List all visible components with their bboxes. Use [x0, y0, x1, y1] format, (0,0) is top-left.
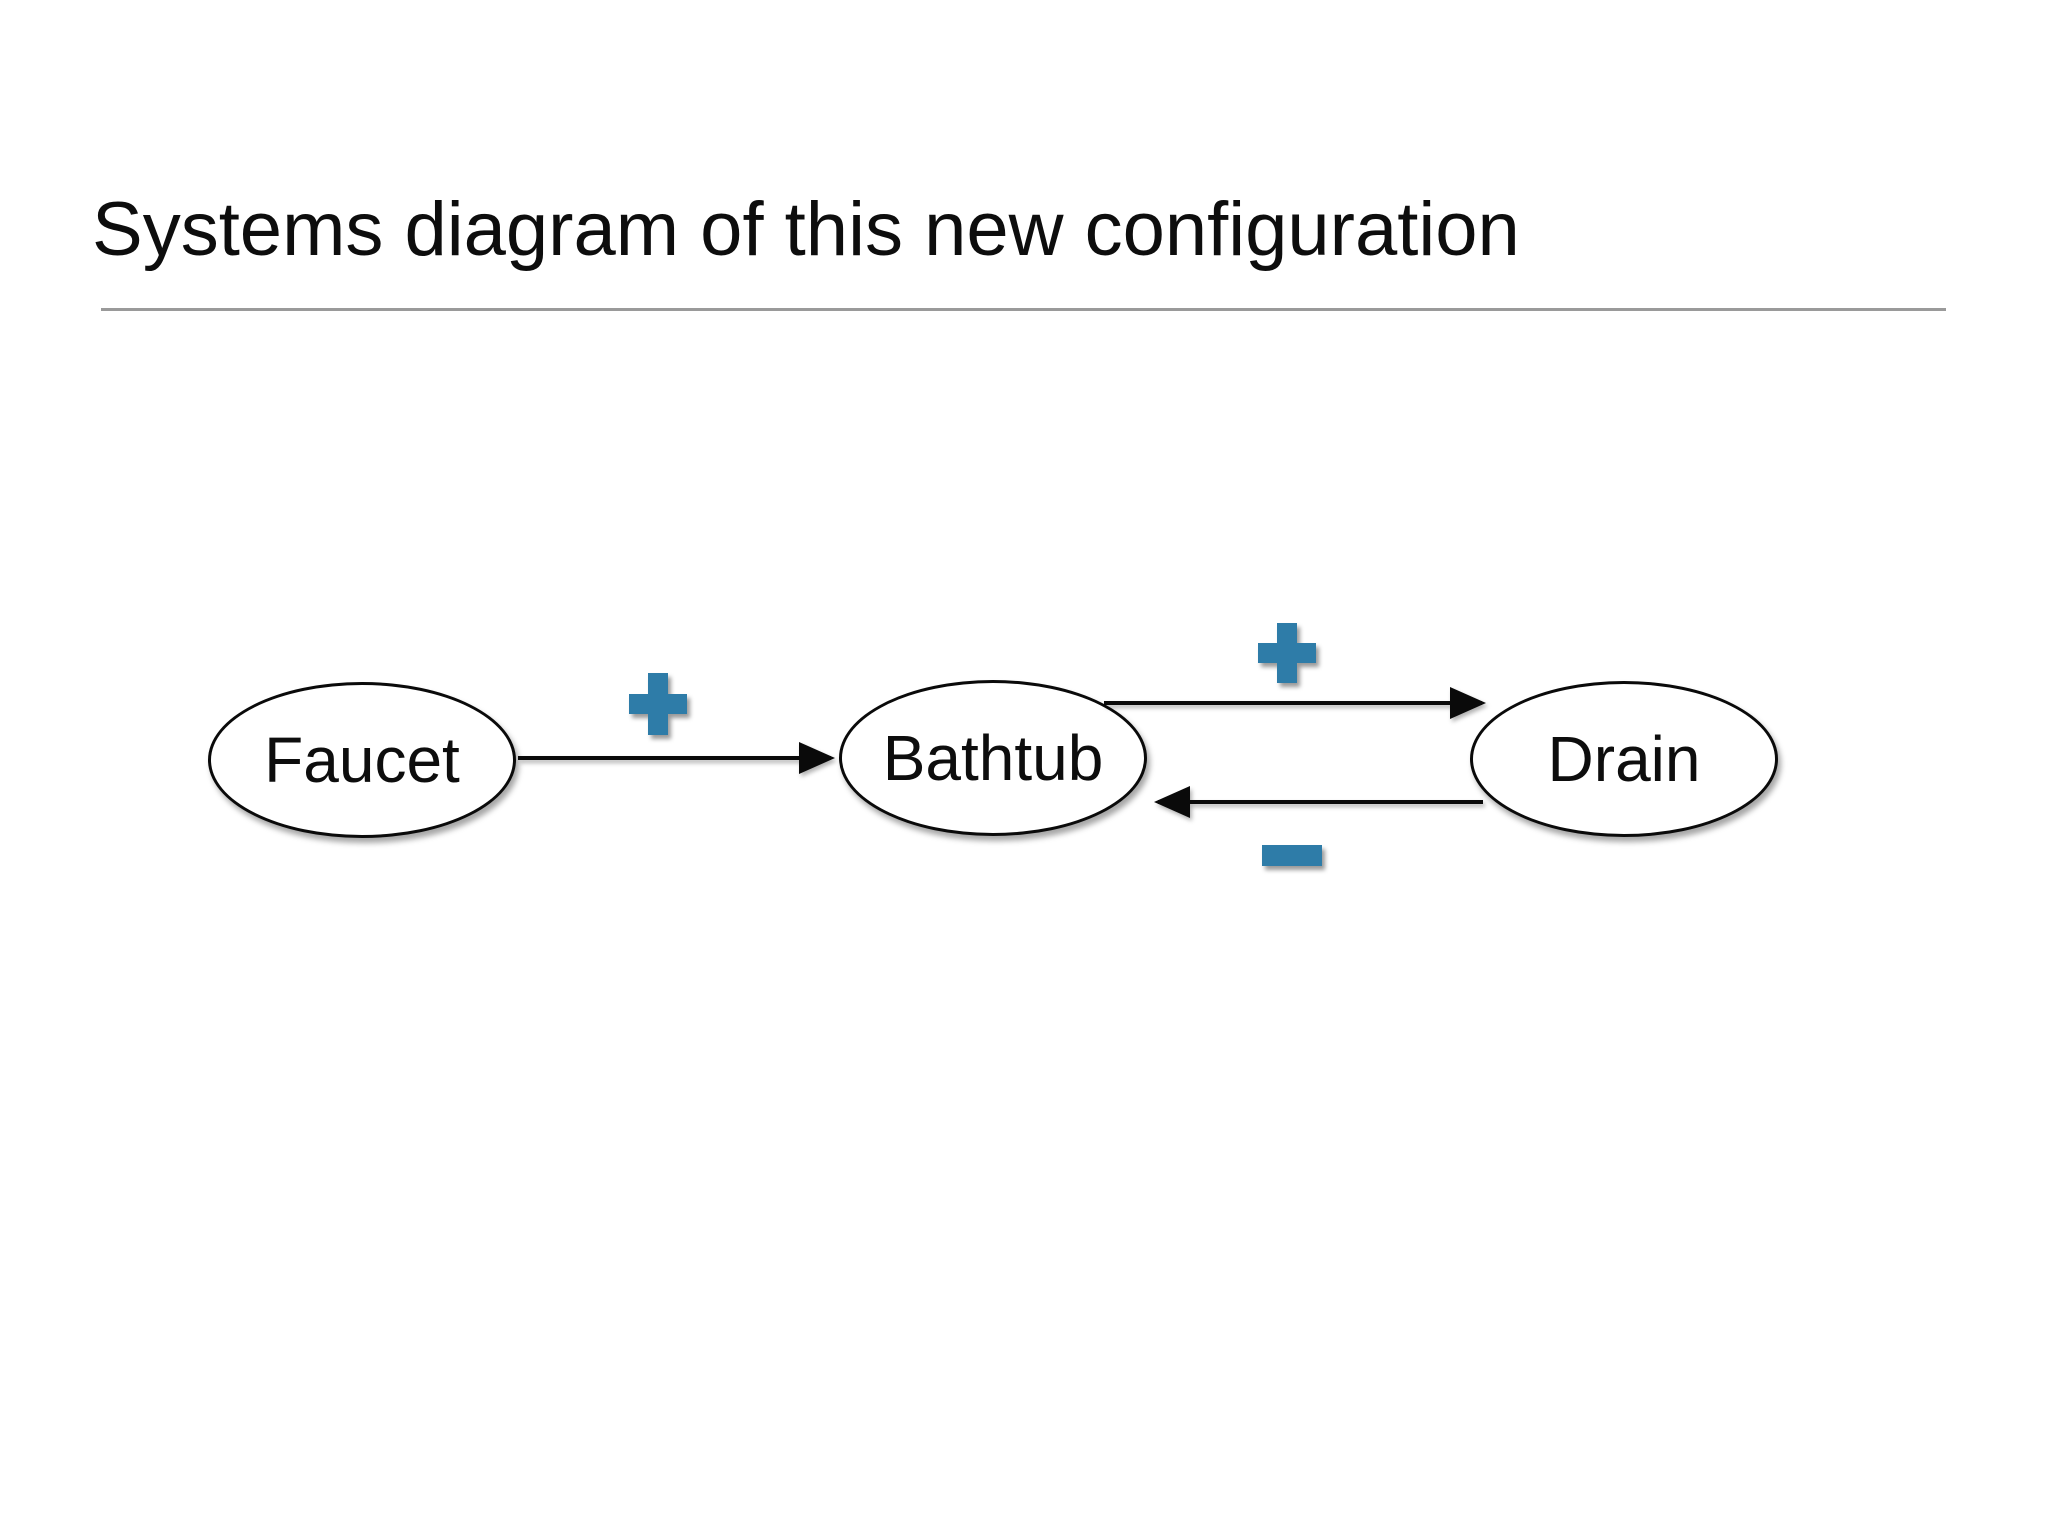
plus-icon [1258, 623, 1316, 683]
node-faucet: Faucet [208, 682, 516, 838]
node-bathtub-label: Bathtub [882, 722, 1104, 794]
node-bathtub: Bathtub [839, 680, 1147, 836]
minus-icon [1262, 845, 1322, 866]
node-faucet-label: Faucet [264, 724, 460, 796]
node-drain-label: Drain [1547, 723, 1701, 795]
plus-icon [629, 673, 687, 735]
page-title: Systems diagram of this new configuratio… [92, 187, 1520, 272]
node-drain: Drain [1470, 681, 1778, 837]
title-divider [101, 308, 1946, 311]
